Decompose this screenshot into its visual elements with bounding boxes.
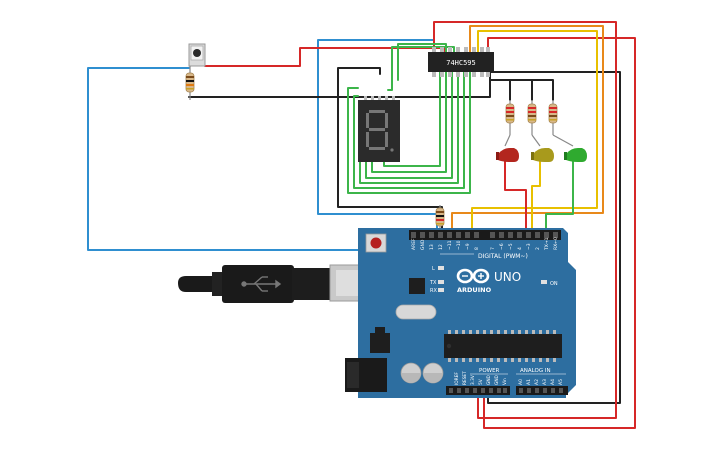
button-resistor[interactable] [185, 66, 195, 100]
pin-label-5: ~5 [508, 243, 514, 250]
power-label: POWER [479, 368, 500, 374]
pin-label-12: 12 [438, 244, 444, 250]
chip-label: 74HC595 [446, 59, 476, 67]
on-led [541, 280, 547, 284]
digital-label: DIGITAL (PWM~) [478, 253, 528, 260]
pin-label-a2: A2 [534, 379, 540, 385]
wire-red-vcc-1[interactable] [433, 21, 617, 419]
analog-label: ANALOG IN [520, 368, 551, 374]
digital-header [409, 230, 561, 240]
chip-pins-bottom [432, 71, 490, 77]
pin-label-reset: RESET [462, 371, 468, 385]
voltage-regulator [370, 333, 390, 353]
push-button[interactable] [188, 43, 206, 67]
pin-label-aref: AREF [411, 238, 417, 250]
arduino-logo-text: ARDUINO [457, 286, 492, 294]
usb-icon [241, 276, 282, 292]
display-common-resistor[interactable] [435, 205, 445, 234]
seven-segment-display[interactable]: 8 [358, 96, 400, 162]
usb-cable[interactable] [178, 264, 367, 303]
pin-label-5v: 5V [478, 379, 484, 385]
tx-led-label: TX [429, 280, 437, 286]
resistor-yellow-led[interactable] [527, 100, 537, 135]
wires [87, 21, 636, 429]
l-led-label: L [432, 266, 435, 272]
pin-label-a3: A3 [542, 379, 548, 385]
pin-label-3: ~3 [526, 243, 532, 250]
wire-black-button[interactable] [188, 71, 491, 98]
tx-led [438, 280, 444, 284]
pin-label-0: RX←0 [553, 237, 559, 250]
crystal [395, 304, 437, 320]
segment-digit [366, 110, 394, 152]
wire-green-seg-dp[interactable] [347, 71, 471, 194]
pin-label-ioref: IOREF [454, 372, 460, 385]
pin-label-gnd2: GND [494, 374, 500, 385]
pin-label-10: ~10 [456, 240, 462, 250]
pin-label-4: 4 [517, 247, 523, 250]
capacitors [400, 362, 444, 384]
arduino-uno-board[interactable]: AREF GND 13 12 ~11 ~10 ~9 8 7 ~6 ~5 4 ~3… [345, 228, 576, 398]
wire-green-seg-b[interactable] [387, 46, 455, 91]
wire-orange-data[interactable] [451, 25, 604, 233]
chip-pins-top [432, 47, 490, 53]
analog-pin-labels: A0 A1 A2 A3 A4 A5 [518, 379, 564, 385]
on-led-label: ON [550, 281, 558, 287]
led-resistors [504, 100, 574, 147]
pin-label-7: 7 [490, 247, 496, 250]
resistor-green-led[interactable] [548, 100, 558, 135]
analog-header [516, 386, 568, 395]
led-yellow[interactable] [531, 148, 554, 162]
power-header [446, 386, 510, 395]
pin-label-13: 13 [429, 244, 435, 250]
l-led [438, 266, 444, 270]
arduino-model-text: UNO [494, 270, 521, 284]
pin-label-9: ~9 [465, 243, 471, 250]
digital-header-holes [411, 232, 558, 238]
wire-green-seg-c[interactable] [371, 71, 447, 173]
wire-yellow-data[interactable] [471, 30, 598, 233]
wire-blue-button[interactable] [87, 67, 373, 251]
wire-green-led[interactable] [545, 159, 574, 233]
resistor-red-led[interactable] [505, 100, 515, 135]
wire-green-seg-e[interactable] [359, 71, 459, 184]
led-red[interactable] [496, 148, 519, 162]
pin-label-gnd: GND [420, 239, 426, 250]
wire-yellow-led[interactable] [531, 159, 541, 233]
rx-led-label: RX [430, 288, 437, 294]
display-pins [364, 96, 395, 100]
arduino-logo-icon [456, 268, 490, 284]
digital-pin-labels: AREF GND 13 12 ~11 ~10 ~9 8 7 ~6 ~5 4 ~3… [411, 237, 559, 251]
wire-black-led-bus[interactable] [489, 79, 554, 101]
wire-red-led[interactable] [504, 159, 527, 233]
pin-label-a5: A5 [558, 379, 564, 385]
wire-green-seg-d[interactable] [365, 71, 453, 179]
wire-red-vcc-2[interactable] [483, 37, 636, 429]
reset-button[interactable] [365, 233, 387, 253]
pin-label-11: ~11 [447, 240, 453, 250]
wire-red-button[interactable] [204, 47, 446, 67]
pin-label-2: 2 [535, 247, 541, 250]
pin-label-a0: A0 [518, 379, 524, 385]
usb-interface-chip [409, 278, 425, 294]
rx-led [438, 288, 444, 292]
pin-label-6: ~6 [499, 243, 505, 250]
power-pin-labels: IOREF RESET 3.3V 5V GND GND Vin [454, 371, 508, 385]
wire-green-seg-f[interactable] [353, 71, 465, 189]
shift-register-chip[interactable]: 74HC595 [428, 47, 494, 77]
pin-label-8: 8 [474, 247, 480, 250]
atmega-chip [444, 330, 562, 362]
pin-label-1: TX→1 [544, 237, 550, 251]
pin-label-3v3: 3.3V [470, 375, 476, 385]
led-green[interactable] [564, 148, 587, 162]
wire-green-seg-g[interactable] [383, 71, 441, 167]
pin-label-a1: A1 [526, 379, 532, 385]
pin-label-a4: A4 [550, 379, 556, 385]
pin-label-vin: Vin [502, 378, 508, 385]
pin-label-gnd1: GND [486, 374, 492, 385]
